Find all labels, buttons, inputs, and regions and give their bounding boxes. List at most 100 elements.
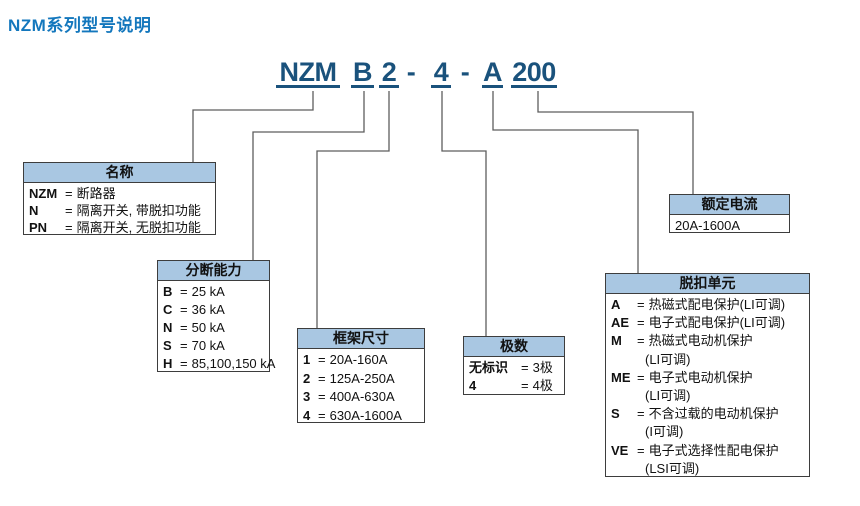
row-code: C: [163, 302, 173, 317]
row-value: 36 kA: [191, 302, 225, 317]
model-dash-2: -: [460, 57, 470, 87]
page-title: NZM系列型号说明: [8, 16, 152, 35]
breaking-row-h: H =85,100,150 kA: [163, 355, 275, 373]
equals-sign: =: [65, 203, 73, 218]
breaking-row-n: N=50 kA: [163, 319, 265, 337]
row-value: 400A-630A: [329, 389, 395, 404]
poles-row-4: 4 =4极: [469, 377, 560, 395]
trip-row-ve-continuation: (LSI可调): [645, 460, 700, 476]
equals-sign: =: [318, 407, 326, 423]
name-row-nzm: NZM =断路器: [29, 185, 211, 202]
equals-sign: =: [318, 370, 326, 386]
row-code: ME: [611, 369, 631, 385]
current-row-range: 20A-1600A: [675, 217, 785, 234]
row-value: 不含过载的电动机保护: [648, 406, 779, 422]
model-segment-current: 200: [511, 57, 557, 88]
equals-sign: =: [637, 406, 645, 422]
row-value: 85,100,150 kA: [191, 356, 276, 371]
row-code: N: [163, 320, 173, 335]
row-value: 20A-160A: [329, 352, 388, 367]
name-row-n: N=隔离开关, 带脱扣功能: [29, 202, 211, 219]
connector-frame: [316, 91, 390, 328]
poles-row-unmarked: 无标识=3极: [469, 359, 560, 377]
frame-row-2: 2 =125A-250A: [303, 370, 420, 389]
row-code: PN: [29, 220, 48, 235]
model-segment-poles: 4: [431, 57, 451, 88]
equals-sign: =: [637, 315, 645, 331]
row-value: 电子式电动机保护: [648, 369, 753, 385]
row-code: A: [611, 297, 621, 312]
model-segment-trip: A: [482, 57, 503, 88]
row-value: 隔离开关, 带脱扣功能: [76, 203, 201, 218]
breaking-capacity-box: 分断能力 B=25 kA C=36 kA N=50 kA S=70 kA H=8…: [157, 260, 275, 373]
row-value: 125A-250A: [329, 370, 395, 386]
connector-trip: [492, 91, 639, 273]
row-value: 热磁式配电保护(LI可调): [648, 297, 786, 312]
row-code: 2: [303, 370, 311, 386]
frame-row-4: 4=630A-1600A: [303, 407, 420, 426]
equals-sign: =: [318, 389, 326, 404]
breaking-row-b: B =25 kA: [163, 283, 265, 301]
row-code: H: [163, 356, 173, 371]
connector-name: [192, 91, 314, 162]
equals-sign: =: [637, 297, 645, 312]
row-code: 4: [303, 407, 311, 423]
row-value: 3极: [532, 360, 553, 375]
trip-row-ae: AE=电子式配电保护(LI可调): [611, 314, 805, 332]
connector-breaking: [252, 91, 365, 260]
trip-unit-box: 脱扣单元 A=热磁式配电保护(LI可调) AE=电子式配电保护(LI可调) M=…: [605, 273, 810, 477]
row-code: B: [163, 284, 173, 299]
equals-sign: =: [65, 220, 73, 235]
poles-box: 极数 无标识=3极 4 =4极: [463, 336, 565, 395]
row-value: 隔离开关, 无脱扣功能: [76, 220, 201, 235]
connector-current: [537, 91, 694, 194]
equals-sign: =: [637, 333, 645, 349]
equals-sign: =: [521, 378, 529, 393]
model-segment-breaking: B: [351, 57, 374, 88]
row-code: S: [163, 338, 172, 353]
equals-sign: =: [318, 352, 326, 367]
row-value: 热磁式电动机保护: [648, 333, 753, 349]
model-dash-1: -: [406, 57, 416, 87]
model-segment-frame: 2: [379, 57, 399, 88]
row-value: 4极: [532, 378, 553, 393]
trip-row-a: A =热磁式配电保护(LI可调): [611, 296, 805, 314]
equals-sign: =: [180, 320, 188, 335]
connector-poles: [441, 91, 487, 336]
row-value: 电子式选择性配电保护: [648, 442, 779, 458]
row-code: NZM: [29, 186, 58, 201]
row-value: 断路器: [76, 186, 116, 201]
row-code: 4: [469, 378, 477, 393]
rated-current-box: 额定电流 20A-1600A: [669, 194, 790, 233]
row-value: 25 kA: [191, 284, 225, 299]
trip-row-me-continuation: (LI可调): [645, 388, 691, 404]
row-value: 电子式配电保护(LI可调): [648, 315, 786, 331]
breaking-row-c: C =36 kA: [163, 301, 265, 319]
frame-row-3: 3=400A-630A: [303, 388, 420, 407]
trip-row-m: M =热磁式电动机保护: [611, 332, 805, 350]
equals-sign: =: [65, 186, 73, 201]
trip-row-s: S =不含过载的电动机保护: [611, 405, 805, 423]
name-row-pn: PN =隔离开关, 无脱扣功能: [29, 219, 211, 236]
equals-sign: =: [180, 356, 188, 371]
model-segment-series: NZM: [276, 57, 340, 88]
breaking-row-s: S=70 kA: [163, 337, 265, 355]
equals-sign: =: [180, 302, 188, 317]
equals-sign: =: [637, 442, 645, 458]
current-box-title: 额定电流: [670, 195, 789, 215]
row-code: VE: [611, 442, 629, 458]
row-code: 1: [303, 352, 311, 367]
row-value: 70 kA: [191, 338, 225, 353]
trip-row-ve: VE =电子式选择性配电保护: [611, 442, 805, 460]
row-code: S: [611, 406, 620, 422]
poles-box-title: 极数: [464, 337, 564, 357]
equals-sign: =: [180, 284, 188, 299]
trip-box-title: 脱扣单元: [606, 274, 809, 294]
row-code: 无标识: [469, 360, 509, 375]
trip-row-me: ME=电子式电动机保护: [611, 369, 805, 387]
row-code: M: [611, 333, 622, 349]
frame-box-title: 框架尺寸: [298, 329, 424, 349]
frame-size-box: 框架尺寸 1=20A-160A 2=125A-250A 3=400A-630A …: [297, 328, 425, 423]
